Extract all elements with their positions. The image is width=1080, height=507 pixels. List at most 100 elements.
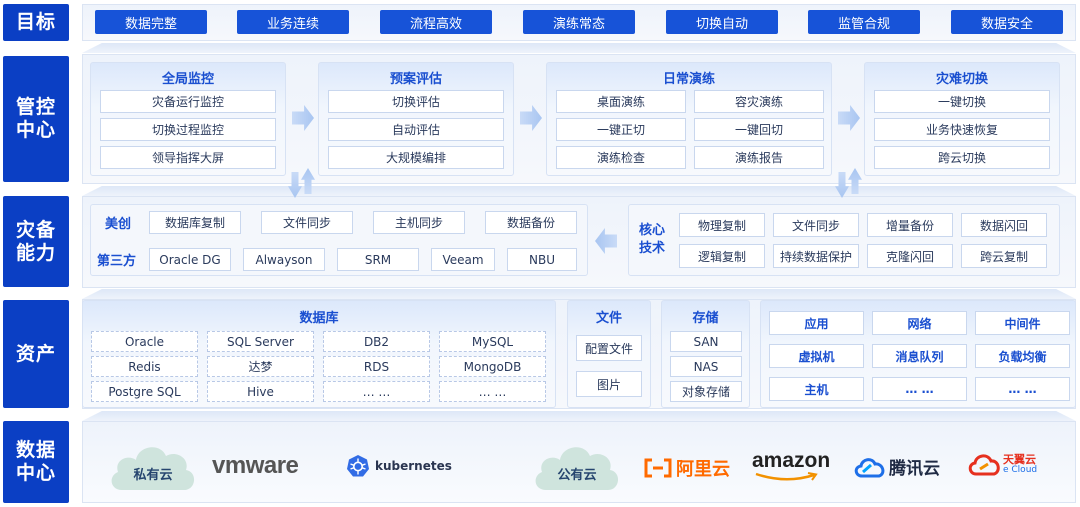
monitor-item: 切换过程监控 [100,118,276,141]
tianyi-label: 天翼云 [1003,453,1036,466]
database-item: Postgre SQL [91,381,198,402]
plan-eval-item: 切换评估 [328,90,504,113]
storage-panel: 存储 SAN NAS 对象存储 [661,300,750,408]
vendor-capability-panel: 美创 数据库复制 文件同步 主机同步 数据备份 第三方 Oracle DG Al… [90,204,588,276]
database-item: … … [323,381,430,402]
database-item: 达梦 [207,356,314,377]
drill-item: 容灾演练 [694,90,824,113]
tianyi-logo: 天翼云 e Cloud [968,452,1037,478]
database-item: Redis [91,356,198,377]
goal-label: 目标 [3,4,69,41]
third-party-item: Veeam [431,248,495,271]
database-item: DB2 [323,331,430,352]
third-party-item: Alwayson [243,248,325,271]
goal-data-integrity: 数据完整 [95,10,207,34]
asset-more: … … [872,377,967,401]
global-monitor-title: 全局监控 [161,72,214,87]
capability-label: 灾备 能力 [3,196,69,287]
divider [82,289,1076,299]
database-item: … … [439,381,546,402]
database-title: 数据库 [299,311,339,326]
aliyun-label: 阿里云 [676,459,730,480]
storage-item: 对象存储 [670,381,742,402]
core-tech-item: 逻辑复制 [679,244,765,268]
asset-host: 主机 [769,377,864,401]
amazon-logo: amazon [752,450,830,482]
tencent-logo: 腾讯云 [854,454,940,479]
kubernetes-label: kubernetes [375,459,452,473]
database-item: MongoDB [439,356,546,377]
third-party-item: Oracle DG [149,248,231,271]
tianyi-cloud-icon [968,454,1000,476]
goal-routine-drill: 演练常态 [523,10,635,34]
global-monitor-panel: 全局监控 灾备运行监控 切换过程监控 领导指挥大屏 [90,62,286,176]
core-tech-item: 文件同步 [773,213,859,237]
storage-item: SAN [670,331,742,352]
drill-item: 一键正切 [556,118,686,141]
datacenter-label: 数据 中心 [3,421,69,503]
database-panel: 数据库 Oracle SQL Server DB2 MySQL Redis 达梦… [82,300,556,408]
switch-item: 一键切换 [874,90,1050,113]
storage-title: 存储 [692,311,719,326]
plan-eval-item: 大规模编排 [328,146,504,169]
kubernetes-logo: kubernetes [346,454,452,478]
cloud-icon [111,447,195,490]
plan-eval-title: 预案评估 [389,72,442,87]
meichuang-item: 数据库复制 [149,211,241,234]
third-party-label: 第三方 [97,254,137,269]
meichuang-item: 文件同步 [261,211,353,234]
divider [82,186,1076,196]
monitor-item: 灾备运行监控 [100,90,276,113]
monitor-item: 领导指挥大屏 [100,146,276,169]
private-cloud-label: 私有云 [133,468,173,483]
third-party-item: NBU [507,248,577,271]
public-cloud-label: 公有云 [557,468,597,483]
goal-business-continuity: 业务连续 [237,10,349,34]
cloud-icon [535,447,619,490]
kubernetes-icon [347,455,369,477]
database-item: MySQL [439,331,546,352]
arrow-right-icon [838,105,860,131]
arrow-right-icon [292,105,314,131]
file-item: 配置文件 [576,335,642,361]
arrow-down-icon [288,172,302,198]
daily-drill-title: 日常演练 [662,72,715,87]
core-tech-item: 物理复制 [679,213,765,237]
aliyun-logo: 阿里云 [643,455,730,481]
assets-label: 资产 [3,300,69,408]
amazon-smile-icon [755,472,818,481]
arrow-left-icon [595,228,617,254]
aliyun-icon [644,458,672,478]
tianyi-sub-label: e Cloud [1003,465,1038,475]
drill-item: 一键回切 [694,118,824,141]
file-panel: 文件 配置文件 图片 [567,300,651,408]
file-item: 图片 [576,371,642,397]
asset-mq: 消息队列 [872,344,967,368]
disaster-switch-title: 灾难切换 [935,72,988,87]
goal-compliance: 监管合规 [808,10,920,34]
amazon-label: amazon [752,449,831,472]
plan-eval-item: 自动评估 [328,118,504,141]
database-item: RDS [323,356,430,377]
switch-item: 跨云切换 [874,146,1050,169]
vmware-logo: vmware [212,452,299,479]
arrow-up-icon [301,168,315,194]
plan-eval-panel: 预案评估 切换评估 自动评估 大规模编排 [318,62,514,176]
storage-item: NAS [670,356,742,377]
third-party-item: SRM [337,248,419,271]
meichuang-item: 主机同步 [373,211,465,234]
core-tech-item: 持续数据保护 [773,244,859,268]
database-item: Hive [207,381,314,402]
drill-item: 演练报告 [694,146,824,169]
private-cloud: 私有云 [108,440,198,492]
asset-middleware: 中间件 [975,311,1070,335]
core-tech-item: 数据闪回 [961,213,1047,237]
other-assets-panel: 应用 网络 中间件 虚拟机 消息队列 负载均衡 主机 … … … … [760,300,1076,408]
daily-drill-panel: 日常演练 桌面演练 容灾演练 一键正切 一键回切 演练检查 演练报告 [546,62,832,176]
disaster-switch-panel: 灾难切换 一键切换 业务快速恢复 跨云切换 [864,62,1060,176]
divider [82,411,1076,421]
drill-item: 演练检查 [556,146,686,169]
core-tech-item: 增量备份 [867,213,953,237]
goal-efficient-process: 流程高效 [380,10,492,34]
meichuang-label: 美创 [105,217,132,232]
